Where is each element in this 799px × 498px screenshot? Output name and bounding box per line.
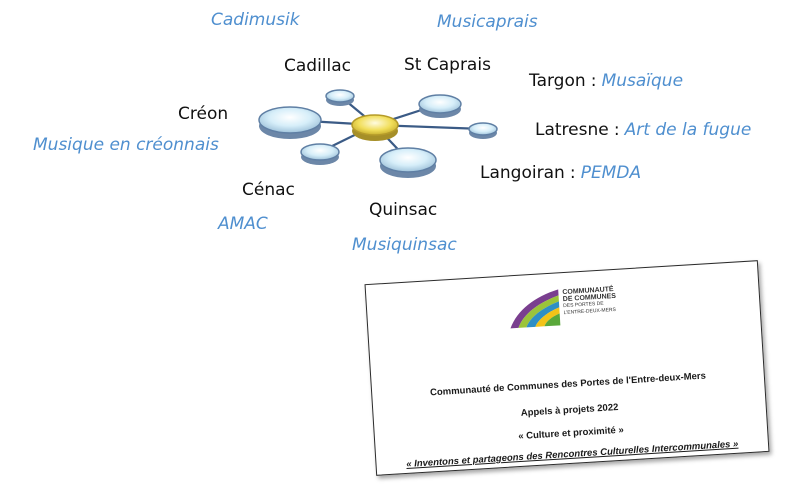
node-latresne bbox=[468, 122, 498, 139]
node-cenac bbox=[300, 143, 340, 165]
separator: : bbox=[590, 71, 597, 91]
network-hub-graphic bbox=[258, 89, 498, 178]
separator: : bbox=[569, 163, 576, 183]
association-amac: AMAC bbox=[218, 214, 268, 234]
town-langoiran: Langoiran bbox=[480, 163, 565, 183]
town-cadillac: Cadillac bbox=[284, 56, 352, 76]
node-st-caprais bbox=[418, 94, 462, 118]
town-quinsac: Quinsac bbox=[369, 200, 438, 220]
association-musique-en-creonnais: Musique en créonnais bbox=[33, 135, 219, 155]
association-cadimusik: Cadimusik bbox=[211, 10, 300, 30]
association-musicaprais: Musicaprais bbox=[437, 12, 538, 32]
node-cadillac bbox=[325, 89, 355, 106]
town-creon: Créon bbox=[178, 104, 229, 124]
town-cenac: Cénac bbox=[242, 180, 295, 200]
logo-text: COMMUNAUTÉ DE COMMUNES DES PORTES DE L'E… bbox=[562, 286, 617, 317]
town-targon: Targon bbox=[529, 71, 586, 91]
association-musaique: Musaïque bbox=[601, 71, 684, 91]
latresne-label-group: Latresne : Art de la fugue bbox=[535, 120, 751, 140]
association-pemda: PEMDA bbox=[580, 163, 642, 183]
community-logo bbox=[510, 289, 561, 329]
satellite-nodes bbox=[258, 89, 498, 178]
targon-label-group: Targon : Musaïque bbox=[529, 71, 683, 91]
langoiran-label-group: Langoiran : PEMDA bbox=[480, 163, 641, 183]
town-latresne: Latresne bbox=[535, 120, 609, 140]
association-musiquinsac: Musiquinsac bbox=[352, 235, 457, 255]
hub-node bbox=[351, 114, 399, 141]
call-for-projects-document: COMMUNAUTÉ DE COMMUNES DES PORTES DE L'E… bbox=[364, 260, 770, 476]
town-st-caprais: St Caprais bbox=[404, 55, 491, 75]
node-creon bbox=[258, 106, 322, 139]
node-quinsac bbox=[379, 147, 437, 178]
separator: : bbox=[613, 120, 620, 140]
association-art-de-la-fugue: Art de la fugue bbox=[624, 120, 752, 140]
